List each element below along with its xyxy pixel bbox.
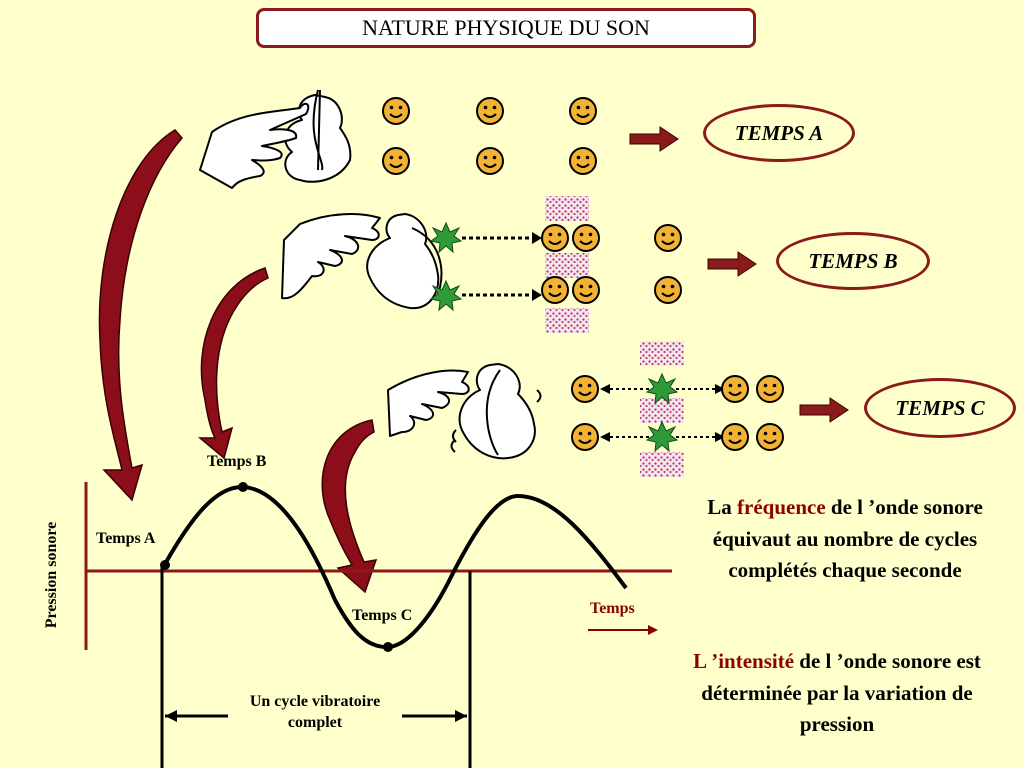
point-temps-b (238, 482, 248, 492)
page-title: NATURE PHYSIQUE DU SON (256, 8, 756, 48)
frequency-term: fréquence (737, 495, 826, 519)
y-axis-label: Pression sonore (43, 521, 60, 629)
connector-arrow-a (98, 129, 183, 502)
stage-label-temps-c: TEMPS C (864, 378, 1016, 438)
x-axis-label: Temps (590, 600, 635, 617)
connector-arrow-c (321, 419, 378, 594)
wave-label-temps-c: Temps C (352, 607, 413, 624)
dotted-arrow-heads-b (532, 232, 542, 301)
double-arrow-heads-c (600, 384, 725, 442)
stage-arrow-a (629, 126, 679, 152)
dotted-arrows-b (462, 236, 532, 297)
air-molecules-a (382, 97, 597, 175)
connector-arrow-b (197, 267, 269, 460)
stage-arrow-c (799, 397, 849, 423)
cycle-caption-line1: Un cycle vibratoire (249, 693, 381, 710)
hand-plucking-icon-b (281, 213, 443, 310)
cycle-span-head-right (455, 710, 467, 722)
hand-plucking-icon-c (387, 363, 542, 460)
wave-label-temps-a: Temps A (96, 530, 156, 547)
hand-plucking-icon-a (199, 89, 352, 189)
cycle-caption-line2: complet (287, 713, 343, 731)
pressure-bands-b (545, 196, 589, 333)
intensity-term: L ’intensité (693, 649, 795, 673)
frequency-paragraph: La fréquence de l ’onde sonore équivaut … (672, 492, 1018, 587)
frequency-rest: de l ’onde sonore équivaut au nombre de … (712, 495, 983, 582)
stage-label-temps-b: TEMPS B (776, 232, 930, 290)
stage-arrow-b (707, 251, 757, 277)
cycle-span-head-left (165, 710, 177, 722)
cycle-caption: Un cycle vibratoire complet (225, 692, 405, 734)
time-arrow-head (648, 625, 658, 635)
pressure-bands-c (640, 341, 684, 477)
stage-label-temps-a: TEMPS A (703, 104, 855, 162)
point-temps-c (383, 642, 393, 652)
frequency-prefix: La (707, 495, 737, 519)
intensity-rest: de l ’onde sonore est déterminée par la … (701, 649, 981, 736)
wave-label-temps-b: Temps B (207, 453, 267, 470)
intensity-paragraph: L ’intensité de l ’onde sonore est déter… (664, 646, 1010, 741)
